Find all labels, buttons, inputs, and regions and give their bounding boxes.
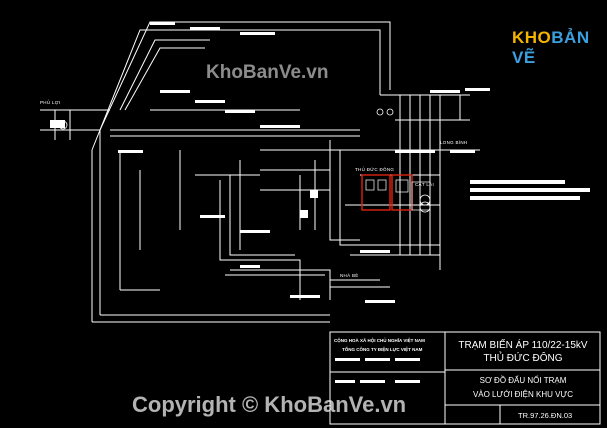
label-cat-lai: CÁT LÁI xyxy=(415,182,435,187)
label-long-binh: LONG BÌNH xyxy=(440,140,468,145)
label-phu-loi: PHỦ LỢI xyxy=(40,100,61,105)
brand-main: KHO xyxy=(512,28,552,47)
title-block-org-line2: TỔNG CÔNG TY ĐIỆN LỰC VIỆT NAM xyxy=(342,347,423,352)
watermark-top: KhoBanVe.vn xyxy=(206,62,329,83)
drawing-code: TR.97.26.ĐN.03 xyxy=(518,411,573,420)
title-main-line2: THỦ ĐỨC ĐÔNG xyxy=(483,353,563,364)
label-thu-duc-dong: THỦ ĐỨC ĐÔNG xyxy=(355,167,395,172)
brand-logo: KHOBẢN VẼ xyxy=(512,28,607,68)
label-nha-be: NHÀ BÈ xyxy=(340,273,359,278)
title-block-org-line1: CỘNG HOÀ XÃ HỘI CHỦ NGHĨA VIỆT NAM xyxy=(334,338,425,343)
brand-accent: BẢN VẼ xyxy=(512,28,590,67)
watermark-bottom: Copyright © KhoBanVe.vn xyxy=(132,392,407,417)
subtitle-line1: SƠ ĐỒ ĐẤU NỐI TRẠM xyxy=(479,376,567,385)
subtitle-line2: VÀO LƯỚI ĐIỆN KHU VỰC xyxy=(472,390,574,399)
title-main-line1: TRẠM BIẾN ÁP 110/22-15kV xyxy=(458,340,588,351)
